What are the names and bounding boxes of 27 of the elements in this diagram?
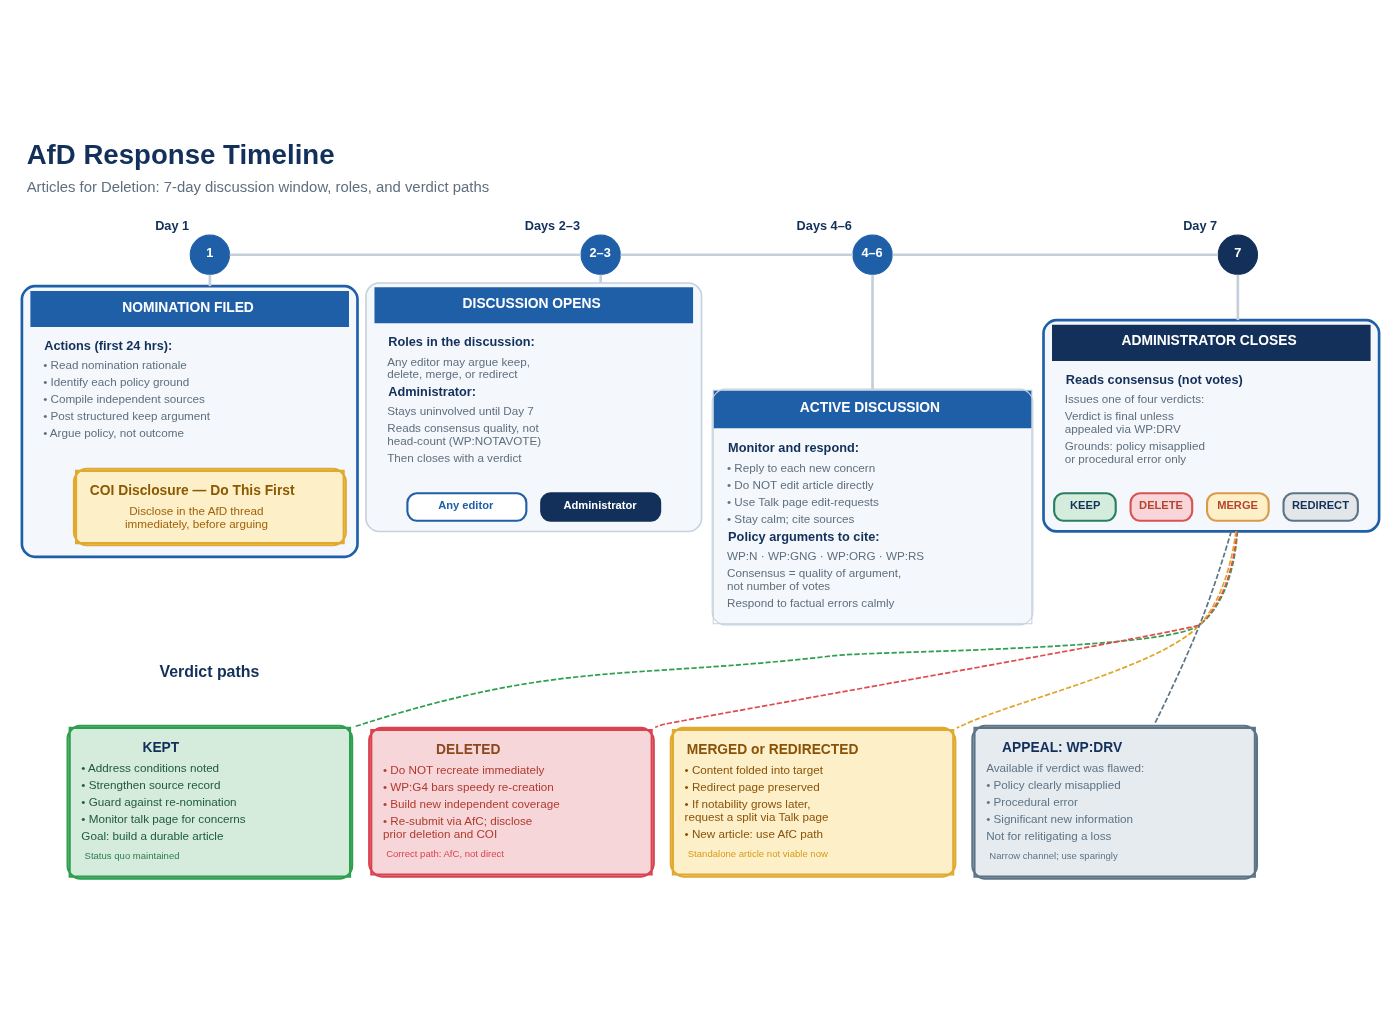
node-box: KEEP: [1052, 491, 1117, 522]
connector: [892, 252, 1218, 256]
connector: [870, 274, 874, 389]
connector: [229, 252, 581, 256]
connector: [653, 530, 1238, 728]
connector: [1236, 274, 1239, 320]
diagram-title: AfD Response Timeline: [26, 138, 335, 170]
node-circle: 2–3: [580, 234, 621, 275]
node-circle: 4–6: [851, 234, 893, 275]
node-box: MERGE: [1205, 491, 1270, 522]
connector: [620, 252, 853, 256]
node-box: Any editor: [405, 491, 527, 522]
connector: [598, 274, 602, 283]
node-label: Days 2–3: [524, 217, 580, 233]
node-label: Day 7: [1182, 217, 1217, 233]
caption: Articles for Deletion: 7-day discussion window, roles, and verdict paths: [26, 178, 489, 195]
node-box: Administrator: [539, 491, 661, 522]
node-circle: 7: [1217, 234, 1258, 275]
node-label: Day 1: [154, 217, 189, 233]
node-circle: 1: [189, 234, 230, 275]
connector: [352, 530, 1238, 728]
node-label: Days 4–6: [796, 217, 852, 233]
node-box: DELETE: [1129, 491, 1193, 522]
node-box: REDIRECT: [1281, 491, 1359, 522]
connector: [1153, 530, 1232, 725]
connector: [955, 530, 1237, 729]
label: Verdict paths: [158, 662, 259, 680]
